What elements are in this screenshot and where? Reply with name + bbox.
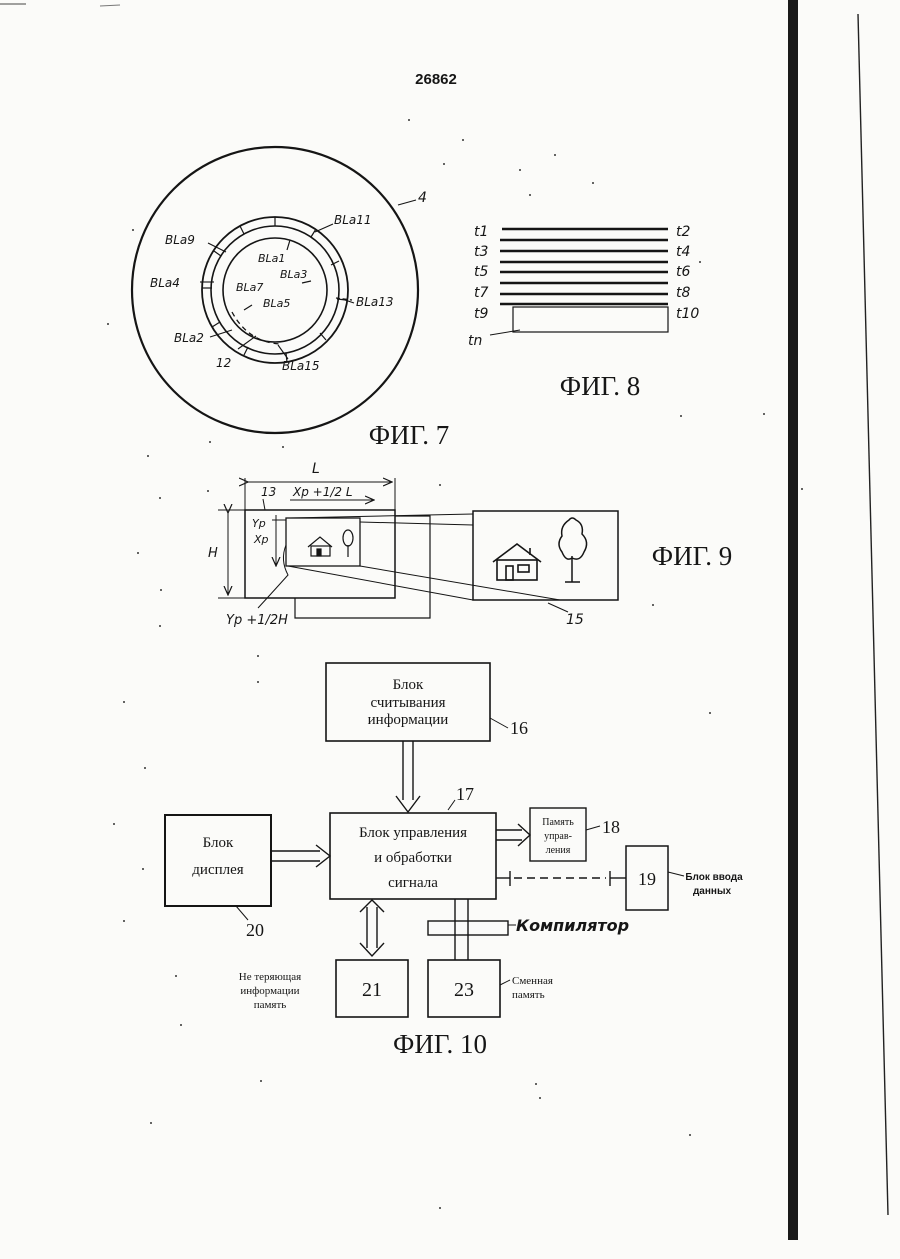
fig9-caption: ФИГ. 9 (652, 541, 732, 571)
block21-label-line2: информации (240, 985, 299, 997)
block20-number: 20 (246, 920, 264, 940)
block21-label-line3: память (254, 999, 287, 1011)
block17-number: 17 (456, 784, 474, 804)
corner-smudge (100, 5, 120, 6)
sector-label-bla9: BLa9 (165, 233, 195, 247)
sector-label-bla15: BLa15 (282, 359, 320, 373)
projection-line-bottom (288, 566, 473, 600)
block17-line1: Блок управления (359, 825, 467, 841)
projection-line-bottom-2 (360, 566, 560, 600)
fig8-caption: ФИГ. 8 (560, 371, 640, 401)
track-label-left-6: tn (468, 333, 482, 349)
block23-label-line1: Сменная (512, 975, 553, 987)
compiler-label: Компилятор (516, 916, 629, 935)
block18-line1: Память (542, 817, 574, 828)
projection-line-top (290, 514, 473, 518)
track-label-left-5: t9 (474, 306, 488, 322)
fig10-caption: ФИГ. 10 (393, 1029, 487, 1059)
track-label-right-2: t4 (676, 244, 690, 260)
bus-17-to-23 (455, 899, 468, 960)
disc-reference-number: 4 (418, 190, 427, 206)
track-label-left-2: t3 (474, 244, 488, 260)
fig7-caption: ФИГ. 7 (369, 420, 449, 450)
enlarged-window (473, 511, 618, 600)
fig9-zoom-diagram: L 13 Xp +1/2 L H Yp Xp (208, 461, 732, 628)
block20-line2: дисплея (192, 862, 243, 878)
small-house-icon (308, 537, 332, 556)
sector-label-bla11: BLa11 (334, 213, 372, 227)
label-L: L (312, 461, 320, 477)
block21-number: 21 (362, 979, 382, 1001)
track-label-left-3: t5 (474, 264, 488, 280)
block19-label-line2: данных (693, 886, 732, 897)
block23-number: 23 (454, 979, 474, 1001)
reference-number-12: 12 (216, 356, 231, 370)
block16-line3: информации (368, 712, 449, 728)
track-label-right-5: t10 (676, 306, 699, 322)
track-ring-outer (202, 217, 348, 363)
fig10-block-diagram: Блок считывания информации 16 Блок управ… (165, 663, 743, 1059)
projection-line-top-2 (360, 522, 473, 525)
label-15: 15 (566, 612, 584, 628)
label-xp: Xp (253, 533, 269, 546)
track-label-right-4: t8 (676, 285, 690, 301)
label-xp-half-L: Xp +1/2 L (292, 485, 353, 499)
label-13: 13 (261, 485, 276, 499)
label-H: H (208, 546, 218, 561)
block17-line3: сигнала (388, 875, 438, 891)
sector-leader-lines (200, 200, 416, 359)
block23-label-line2: память (512, 989, 545, 1001)
block16-line2: считывания (370, 695, 445, 711)
track-label-right-3: t6 (676, 264, 690, 280)
block18-line3: ления (546, 845, 571, 856)
block17-line2: и обработки (374, 850, 452, 866)
small-tree-icon (343, 530, 353, 557)
block18-line2: управ- (544, 831, 572, 842)
track-lines (500, 229, 668, 304)
track-ring-middle (211, 226, 339, 354)
fig8-track-lines: t1 t3 t5 t7 t9 tn t2 t4 t6 t8 t10 ФИГ. 8 (468, 224, 699, 401)
block18-number: 18 (602, 817, 620, 837)
sector-label-bla4: BLa4 (150, 276, 180, 290)
sector-label-bla1: BLa1 (258, 252, 285, 265)
fig7-disc-diagram: 4 BLa11 BLa9 BLa1 BLa3 BLa4 BLa7 BLa5 BL… (132, 147, 449, 450)
block16-line1: Блок (393, 677, 424, 693)
label-yp-half-H: Yp +1/2H (226, 613, 288, 628)
track-label-left-4: t7 (474, 285, 488, 301)
block21-label-line1: Не теряющая (239, 971, 301, 983)
block16-number: 16 (510, 718, 528, 738)
page-edge-line (858, 14, 888, 1215)
block19-number: 19 (638, 869, 656, 889)
block19-label-line1: Блок ввода (685, 872, 743, 883)
sector-label-bla3: BLa3 (280, 268, 307, 281)
page-number: 26862 (415, 71, 457, 88)
sector-label-bla13: BLa13 (356, 295, 394, 309)
arrow-17-to-20 (271, 845, 330, 867)
track-group-box (513, 307, 668, 332)
sector-label-bla2: BLa2 (174, 331, 204, 345)
binding-edge-bar (788, 0, 798, 1240)
sector-label-bla5: BLa5 (263, 297, 290, 310)
large-house-icon (493, 544, 541, 580)
disc-outer-circle (132, 147, 418, 433)
arrow-17-to-21 (360, 900, 384, 956)
block20-line1: Блок (203, 835, 234, 851)
sector-label-bla7: BLa7 (236, 281, 263, 294)
large-tree-icon (559, 518, 587, 582)
arrow-16-to-17 (396, 741, 420, 812)
track-label-left-1: t1 (474, 224, 488, 240)
link-17-to-19 (496, 871, 626, 886)
scene-outline (295, 516, 430, 618)
track-label-right-1: t2 (676, 224, 690, 240)
label-15-leader (548, 603, 568, 612)
source-window (286, 518, 360, 566)
label-yp: Yp (252, 517, 266, 530)
block-20-display (165, 815, 271, 906)
arrow-17-to-18 (496, 824, 530, 846)
